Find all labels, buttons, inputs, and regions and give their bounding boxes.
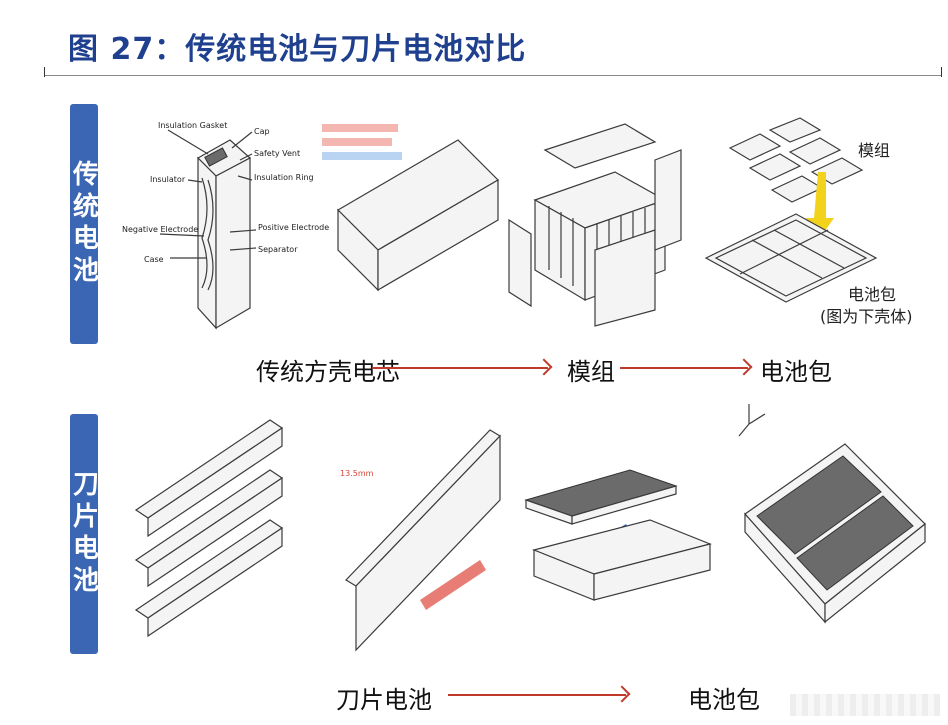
blade-dim-label: 13.5mm [340, 469, 374, 478]
flow-traditional-cell: 传统方壳电芯 [256, 358, 400, 386]
flow-blade-pack: 电池包 [688, 686, 760, 714]
module-into-pack-arrow [806, 172, 834, 238]
flow-arrow-2 [620, 367, 748, 369]
label-insulation-gasket: Insulation Gasket [158, 121, 227, 130]
blade-pack-exploded-diagram [524, 469, 712, 601]
watermark [790, 694, 940, 716]
single-blade-diagram: 13.5mm [340, 429, 501, 652]
flow-arrow-1 [372, 367, 548, 369]
flow-pack: 电池包 [760, 358, 832, 386]
red-dim-highlight-2 [322, 138, 392, 146]
figure-title: 图 27：传统电池与刀片电池对比 [68, 32, 527, 67]
label-positive-electrode: Positive Electrode [258, 223, 329, 232]
flow-blade-cell: 刀片电池 [336, 686, 432, 714]
label-cap: Cap [254, 127, 270, 136]
blade-red-callout [420, 560, 486, 610]
label-case: Case [144, 255, 164, 264]
prismatic-cell-block [322, 124, 499, 292]
flow-module: 模组 [567, 358, 615, 386]
pack-label: 电池包 [848, 285, 896, 304]
module-exploded-diagram [508, 123, 682, 327]
blade-pack-assembled-diagram [738, 404, 926, 624]
side-label-traditional: 传统电池 [69, 104, 99, 344]
pack-note: (图为下壳体) [820, 307, 913, 326]
red-dim-highlight-1 [322, 124, 398, 132]
label-insulator: Insulator [150, 175, 186, 184]
pack-lower-shell-diagram: 模组 电池包 (图为下壳体) [704, 117, 913, 326]
rule-tick-left [44, 67, 45, 77]
label-safety-vent: Safety Vent [254, 149, 300, 158]
label-insulation-ring: Insulation Ring [254, 173, 314, 182]
rule-tick-right [941, 67, 942, 77]
flow-arrow-3 [448, 694, 626, 696]
module-label: 模组 [858, 141, 890, 160]
side-label-blade: 刀片电池 [69, 414, 99, 654]
blue-dim-highlight [322, 152, 402, 160]
label-negative-electrode: Negative Electrode [122, 225, 198, 234]
blade-cells-diagram [134, 419, 284, 638]
title-rule [44, 75, 942, 76]
label-separator: Separator [258, 245, 298, 254]
traditional-cell-diagram: Insulation Gasket Cap Safety Vent Insula… [122, 121, 329, 330]
